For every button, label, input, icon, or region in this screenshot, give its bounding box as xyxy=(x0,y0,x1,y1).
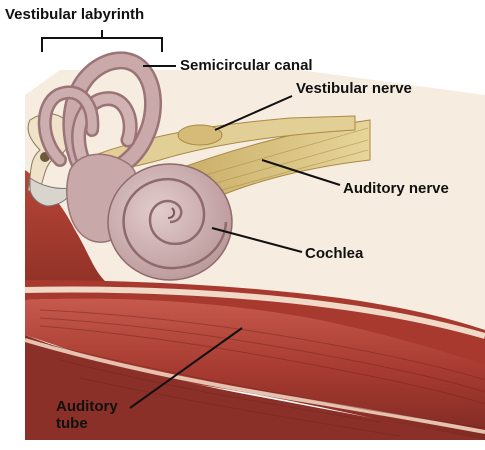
semicircular-canals xyxy=(37,51,163,188)
vestibular-nerve-leader xyxy=(214,95,293,131)
auditory-tube-shape xyxy=(25,298,485,440)
vestibular-labyrinth-bracket xyxy=(41,37,163,52)
vestibular-nerve-label: Vestibular nerve xyxy=(296,80,412,97)
bottom-fade xyxy=(0,440,485,450)
auditory-tube-label-line1: Auditory xyxy=(56,398,118,415)
cochlea-leader xyxy=(211,227,303,253)
vestibular-labyrinth-label: Vestibular labyrinth xyxy=(5,6,145,23)
cochlea-label: Cochlea xyxy=(305,245,364,262)
pale-tissue-band xyxy=(24,286,485,339)
cochlea-spiral xyxy=(107,163,233,281)
auditory-tube-label-line2: tube xyxy=(56,415,88,432)
auditory-nerve-label: Auditory nerve xyxy=(343,180,449,197)
semicircular-canal-label: Semicircular canal xyxy=(180,57,313,74)
auditory-nerve-leader xyxy=(261,159,341,186)
lower-muscle-band xyxy=(25,335,485,450)
leader-lines xyxy=(41,30,341,409)
auditory-tube-leader xyxy=(129,327,243,409)
auditory-tube-label: Auditory tube xyxy=(56,398,146,432)
